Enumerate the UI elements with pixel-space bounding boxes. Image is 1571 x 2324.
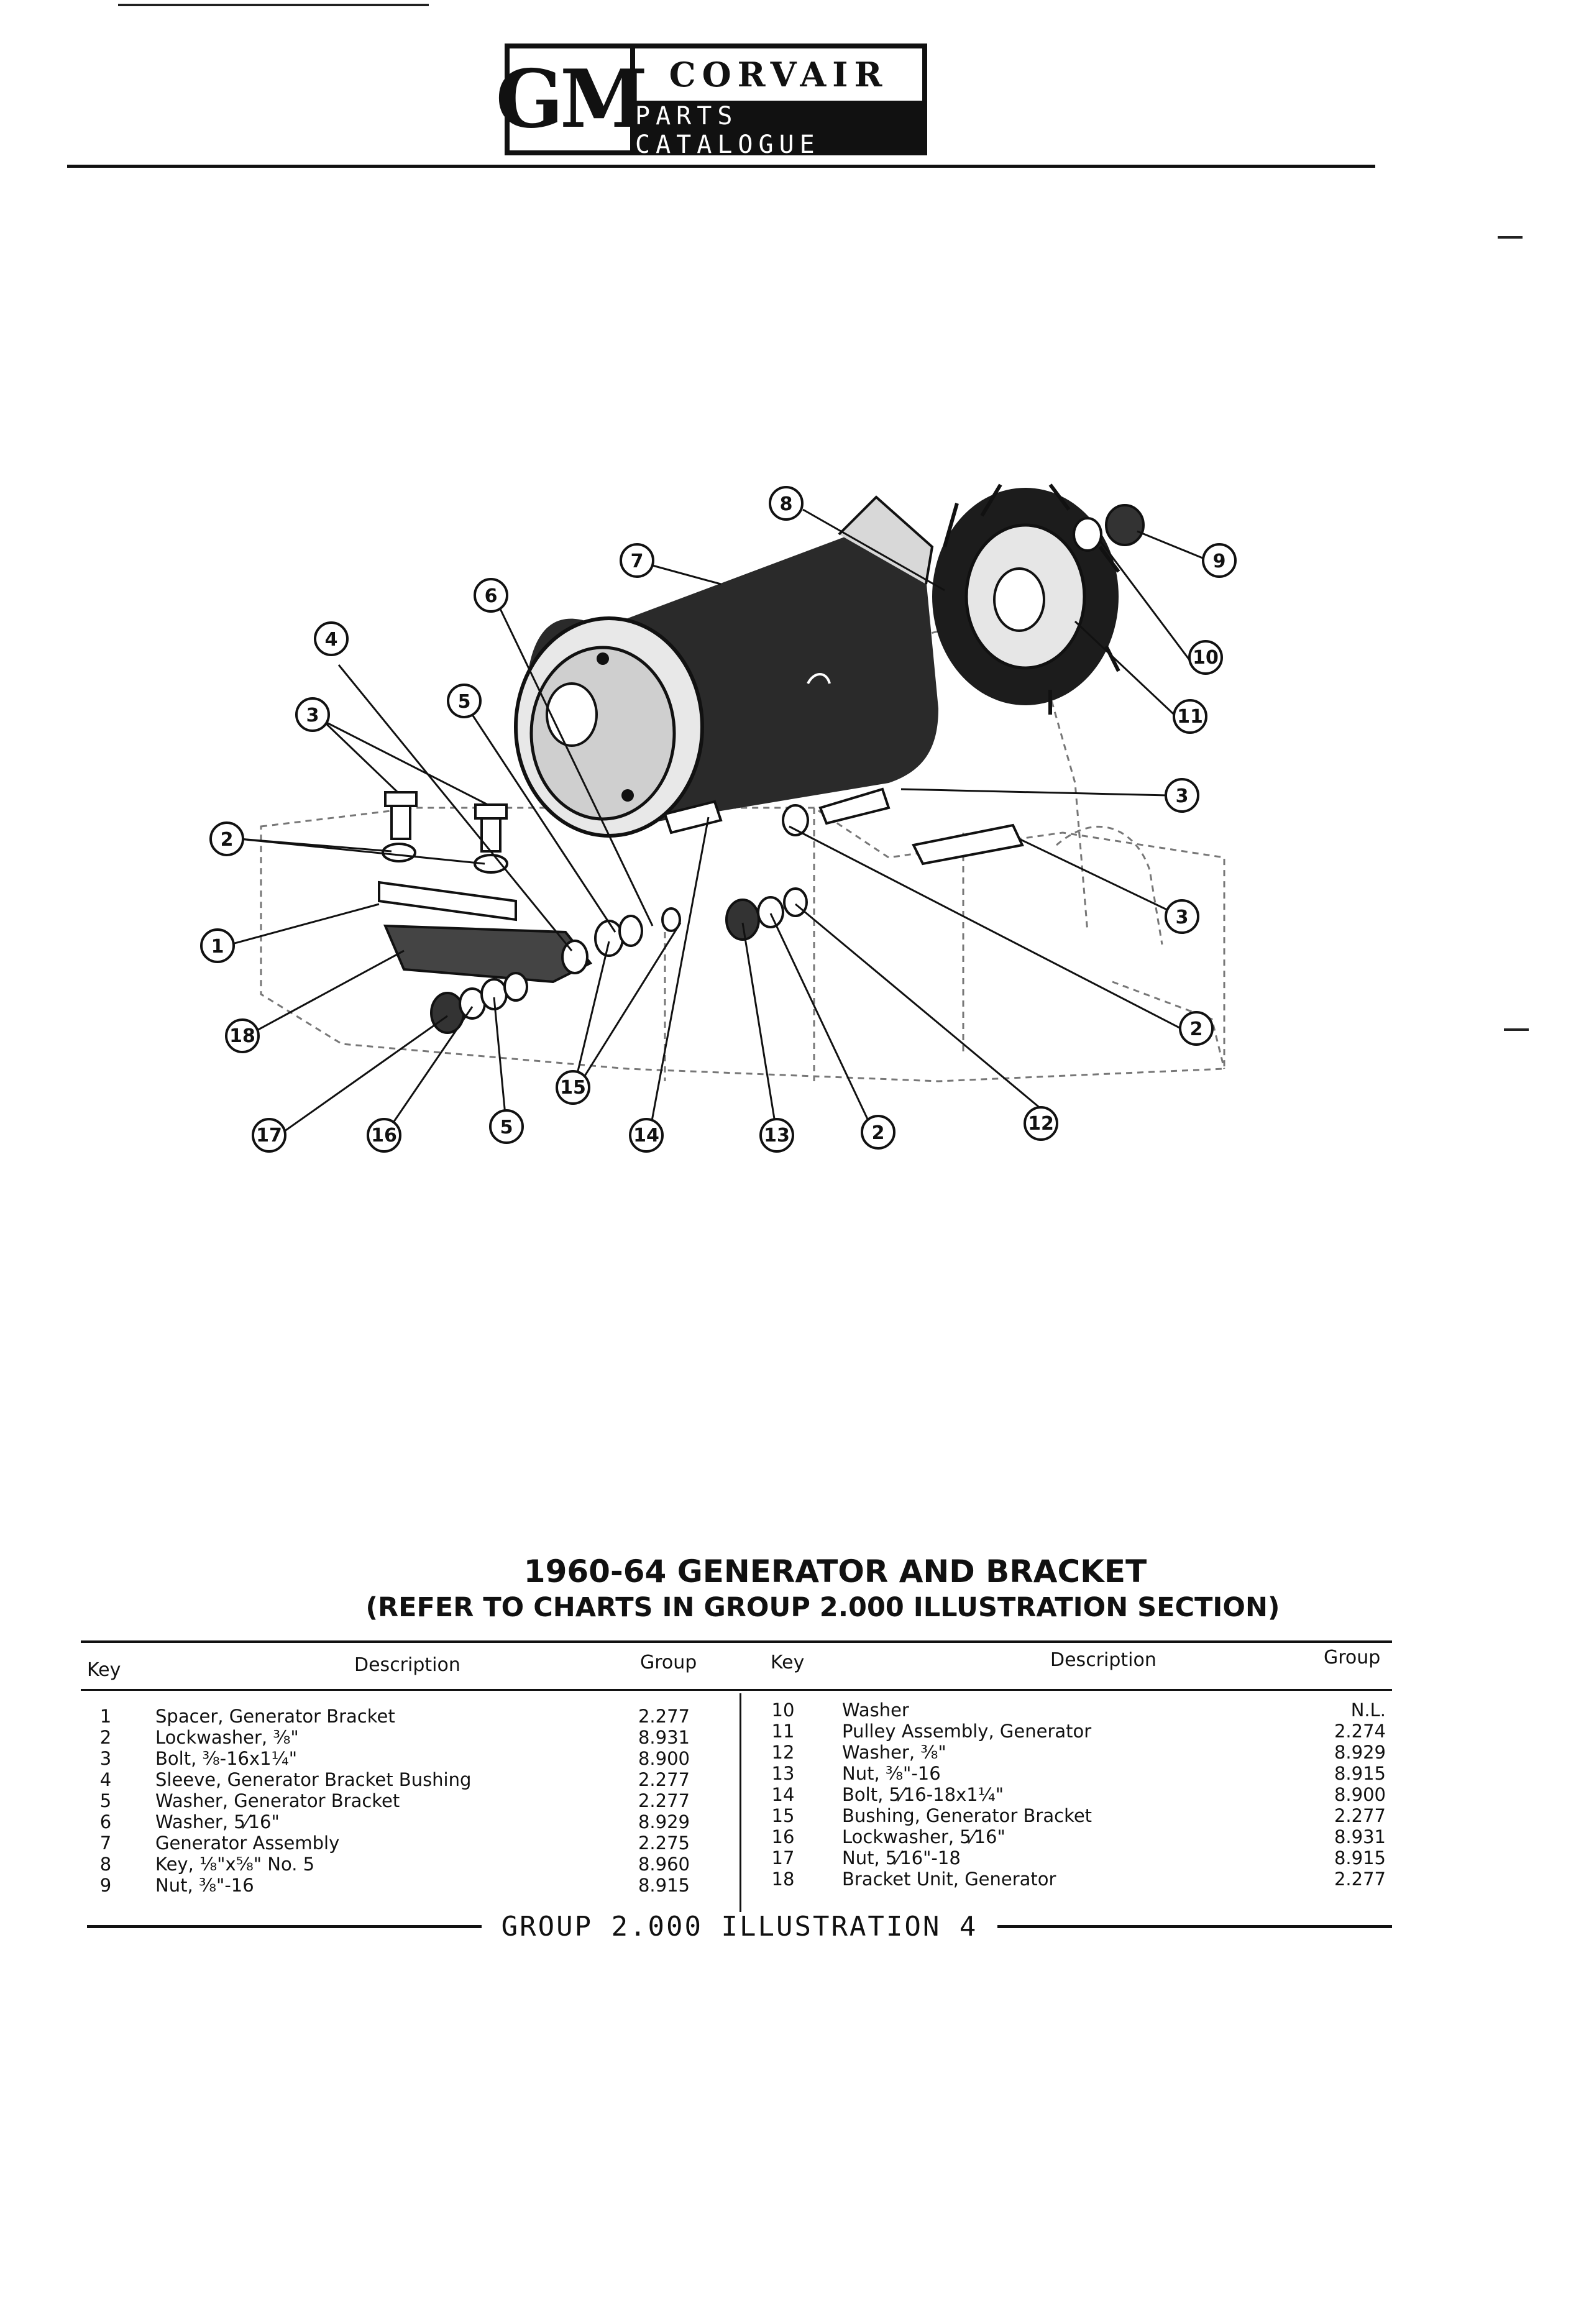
callout-12: 12 [1024,1106,1058,1141]
svg-text:4: 4 [325,629,338,651]
svg-text:15: 15 [560,1077,586,1099]
svg-text:3: 3 [306,705,319,726]
page-footer: GROUP 2.000 ILLUSTRATION 4 [87,1908,1392,1945]
callouts: 8 7 9 6 10 4 11 3 5 3 2 1 3 18 2 12 15 1… [200,486,1237,1153]
callout-11: 11 [1173,699,1207,734]
svg-text:14: 14 [633,1125,659,1146]
svg-text:12: 12 [1028,1113,1054,1135]
svg-text:9: 9 [1213,551,1226,572]
svg-text:16: 16 [371,1125,397,1146]
svg-text:6: 6 [485,585,498,607]
callout-18: 18 [225,1018,260,1053]
callout-2: 2 [861,1115,895,1150]
parts-table: Key Description Group Key Description Gr… [81,1640,1392,2324]
svg-text:17: 17 [256,1125,282,1146]
callout-9: 9 [1202,543,1237,578]
callout-8: 8 [769,486,804,521]
callout-3: 3 [1165,778,1199,813]
footer-rule-right [997,1924,1392,1928]
callout-2: 2 [1179,1011,1214,1046]
callout-7: 7 [620,543,654,578]
header-group-right: Group [1324,1647,1381,1668]
exploded-generator-illustration: 8 7 9 6 10 4 11 3 5 3 2 1 3 18 2 12 15 1… [200,483,1237,1153]
callout-10: 10 [1188,640,1223,675]
header-description-left: Description [354,1654,460,1676]
svg-text:2: 2 [872,1122,885,1144]
logo-corvair: CORVAIR [635,43,927,106]
header-rule [67,165,1375,168]
callout-5: 5 [447,684,482,718]
svg-text:2: 2 [221,829,234,851]
top-rule [118,4,429,6]
callout-3: 3 [295,697,330,732]
callout-6: 6 [474,578,508,613]
page-subtitle: (REFER TO CHARTS IN GROUP 2.000 ILLUSTRA… [365,1592,1280,1623]
page-title: 1960-64 GENERATOR AND BRACKET [523,1553,1147,1590]
svg-text:1: 1 [211,936,224,958]
svg-text:7: 7 [631,551,644,572]
margin-tick [1498,236,1523,239]
svg-text:2: 2 [1190,1018,1203,1040]
small-hardware [378,504,1145,1034]
callout-2: 2 [209,821,244,856]
svg-text:8: 8 [780,493,793,515]
callout-15: 15 [556,1070,590,1105]
svg-text:11: 11 [1177,706,1203,728]
header-group-left: Group [640,1652,697,1673]
logo-gm: GM [496,43,648,155]
svg-text:18: 18 [229,1025,255,1047]
column-divider [740,1693,741,1912]
callout-3: 3 [1165,899,1199,934]
callout-5: 5 [489,1109,524,1144]
callout-4: 4 [314,621,349,656]
footer-caption: GROUP 2.000 ILLUSTRATION 4 [501,1910,978,1942]
callout-1: 1 [200,928,235,963]
header-key-left: Key [87,1659,121,1681]
svg-text:5: 5 [458,691,471,713]
svg-text:3: 3 [1176,907,1189,928]
callout-17: 17 [252,1118,286,1153]
header-key-right: Key [771,1652,805,1673]
margin-tick [1504,1028,1529,1031]
table-top-rule [81,1640,1392,1643]
svg-text:10: 10 [1193,647,1219,669]
leader-lines [229,508,1206,1145]
gm-corvair-logo: GM CORVAIR PARTS CATALOGUE [496,43,927,159]
svg-text:3: 3 [1176,785,1189,807]
logo-parts-catalogue: PARTS CATALOGUE [635,102,927,159]
svg-text:13: 13 [764,1125,790,1146]
logo-right: CORVAIR PARTS CATALOGUE [635,43,927,159]
callout-13: 13 [759,1118,794,1153]
pulley-assembly [932,483,1120,715]
callout-14: 14 [629,1118,664,1153]
footer-rule-left [87,1924,482,1928]
header-description-right: Description [1050,1649,1156,1671]
svg-text:5: 5 [500,1117,513,1138]
table-header-rule [81,1689,1392,1691]
generator-assembly [514,495,938,838]
callout-16: 16 [367,1118,401,1153]
